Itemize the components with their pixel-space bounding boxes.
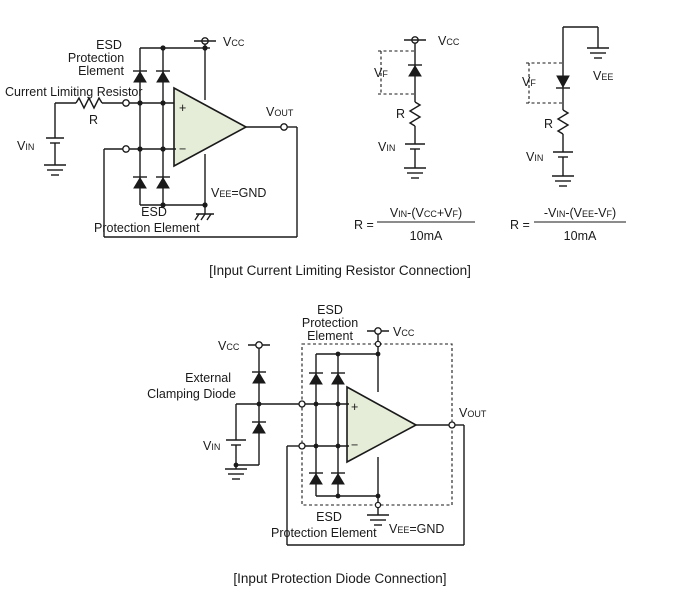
vcc-label: VCC xyxy=(438,34,460,48)
formula-denominator: 10mA xyxy=(564,229,597,243)
resistor-symbol xyxy=(556,109,570,135)
esd-label-line1: ESD xyxy=(317,303,343,317)
esd-diode xyxy=(133,71,147,83)
r-label: R xyxy=(396,107,405,121)
vee-gnd-label: VEE=GND xyxy=(211,186,266,200)
vee-gnd-label: VEE=GND xyxy=(389,522,444,536)
formula-prefix: R = xyxy=(510,218,530,232)
esd-label-line3: Element xyxy=(307,329,353,343)
top-right-circuit: VEE VF R VIN R = -VIN-(VEE-VF) 10mA xyxy=(510,26,626,243)
esd-diode xyxy=(309,373,323,385)
r-label: R xyxy=(544,117,553,131)
vcc-label: VCC xyxy=(223,35,245,49)
caption-top: [Input Current Limiting Resistor Connect… xyxy=(209,263,471,278)
diode xyxy=(556,75,570,89)
esd-diode xyxy=(156,71,170,83)
op-amp-plus: + xyxy=(351,400,358,414)
external-clamping-diode xyxy=(252,372,266,384)
esd-diode xyxy=(133,177,147,189)
vcc-external-label: VCC xyxy=(218,339,240,353)
current-limiting-resistor-label: Current Limiting Resistor xyxy=(5,85,143,99)
vin-label: VIN xyxy=(17,139,34,153)
esd-label-line1: ESD xyxy=(96,38,122,52)
external-clamping-diode xyxy=(252,422,266,434)
clamping-label-line1: External xyxy=(185,371,231,385)
op-amp xyxy=(346,385,418,464)
ground-icon xyxy=(552,175,574,187)
esd-diode xyxy=(331,373,345,385)
top-left-circuit: ESD Protection Element VCC Current Limit… xyxy=(5,35,298,238)
diode xyxy=(408,65,422,77)
vin-label: VIN xyxy=(526,150,543,164)
formula-prefix: R = xyxy=(354,218,374,232)
esd-bottom-label-line1: ESD xyxy=(141,205,167,219)
vf-label: VF xyxy=(522,75,536,89)
bottom-circuit: ESD Protection Element VCC + − xyxy=(147,303,487,546)
vout-label: VOUT xyxy=(459,406,487,420)
formula-numerator: -VIN-(VEE-VF) xyxy=(544,206,616,220)
caption-bottom: [Input Protection Diode Connection] xyxy=(233,571,446,586)
formula-numerator: VIN-(VCC+VF) xyxy=(390,206,462,220)
esd-diode xyxy=(331,473,345,485)
vin-label: VIN xyxy=(203,439,220,453)
chassis-ground-icon xyxy=(194,213,214,221)
top-middle-circuit: VCC VF R VIN R = VIN-(VCC+VF) 10mA xyxy=(354,34,475,243)
esd-label-line3: Element xyxy=(78,64,124,78)
resistor-r-label: R xyxy=(89,113,98,127)
ground-icon xyxy=(587,47,609,59)
op-amp-minus: − xyxy=(179,142,186,156)
ground-icon xyxy=(367,514,389,526)
resistor-symbol xyxy=(75,96,103,110)
esd-bottom-label-line2: Protection Element xyxy=(271,526,377,540)
esd-bottom-label-line2: Protection Element xyxy=(94,221,200,235)
esd-label-line2: Protection xyxy=(68,51,124,65)
vf-label: VF xyxy=(374,66,388,80)
esd-bottom-label-line1: ESD xyxy=(316,510,342,524)
vee-label: VEE xyxy=(593,69,613,83)
vout-label: VOUT xyxy=(266,105,294,119)
vin-label: VIN xyxy=(378,140,395,154)
esd-diode xyxy=(309,473,323,485)
vcc-inner-label: VCC xyxy=(393,325,415,339)
esd-label-line2: Protection xyxy=(302,316,358,330)
op-amp xyxy=(173,86,248,168)
ground-icon xyxy=(404,167,426,179)
ground-icon xyxy=(225,468,247,480)
formula-denominator: 10mA xyxy=(410,229,443,243)
clamping-label-line2: Clamping Diode xyxy=(147,387,236,401)
op-amp-plus: + xyxy=(179,101,186,115)
esd-diode xyxy=(156,177,170,189)
op-amp-minus: − xyxy=(351,438,358,452)
ground-icon xyxy=(44,164,66,176)
resistor-symbol xyxy=(408,101,422,127)
